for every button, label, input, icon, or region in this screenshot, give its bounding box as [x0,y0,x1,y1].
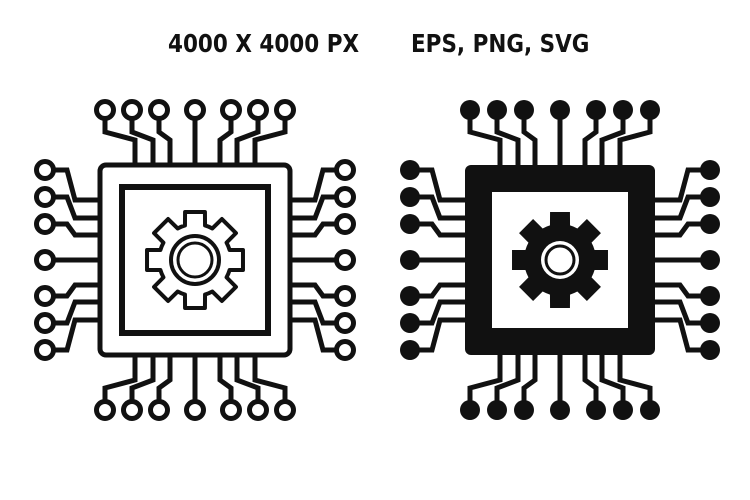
pin-pad [400,214,420,234]
chip-pins [400,100,720,420]
gear-icon [145,210,245,310]
pin-pad [586,100,606,120]
pin-pad [487,400,507,420]
pin-pad [514,100,534,120]
pin-pad [700,250,720,270]
pin-pad [613,100,633,120]
pin-pad [400,340,420,360]
pin-pad [613,400,633,420]
pin-pad [34,285,56,307]
pin-pad [400,160,420,180]
pin-pad [34,249,56,271]
pin-pad [220,399,242,421]
pin-pad [334,186,356,208]
cpu-gear-filled-icon [400,100,720,420]
pin-pad [550,100,570,120]
pin-pad [550,400,570,420]
pin-pad [460,100,480,120]
pin-pad [514,400,534,420]
pin-pad [334,285,356,307]
pin-pad [700,340,720,360]
pin-pad [274,399,296,421]
pin-pad [700,286,720,306]
pin-pad [334,312,356,334]
pin-pad [334,213,356,235]
pin-pad [640,400,660,420]
pin-pad [34,186,56,208]
pin-pad [247,399,269,421]
pin-pad [640,100,660,120]
pin-pad [700,214,720,234]
pin-pad [700,160,720,180]
gear-hub [169,234,221,286]
pin-pad [400,313,420,333]
pin-pad [400,250,420,270]
pin-pad [34,312,56,334]
pin-pad [121,399,143,421]
pin-pad [247,99,269,121]
chip-core [119,184,271,336]
pin-pad [700,313,720,333]
pin-pad [94,399,116,421]
pin-pad [34,213,56,235]
resolution-caption: 4000 X 4000 PX [168,29,360,58]
cpu-gear-outline-icon [34,99,356,421]
pin-pad [34,159,56,181]
pin-pad [400,187,420,207]
pin-pad [700,187,720,207]
chip-traces [418,118,702,402]
pin-pad [586,400,606,420]
pin-pad [460,400,480,420]
chip-pins [34,99,356,421]
pin-pad [334,159,356,181]
pin-pad [334,249,356,271]
pin-pad [487,100,507,120]
pin-pad [334,339,356,361]
pin-pad [148,399,170,421]
pin-pad [148,99,170,121]
pin-pad [184,399,206,421]
pin-pad [274,99,296,121]
pin-pad [94,99,116,121]
file-formats-caption: EPS, PNG, SVG [411,29,590,58]
chip-traces [53,118,337,402]
pin-pad [34,339,56,361]
pin-pad [400,286,420,306]
pin-pad [220,99,242,121]
pin-pad [121,99,143,121]
gear-hub-ring [544,244,576,276]
pin-pad [184,99,206,121]
gear-hub-ring [176,241,214,279]
